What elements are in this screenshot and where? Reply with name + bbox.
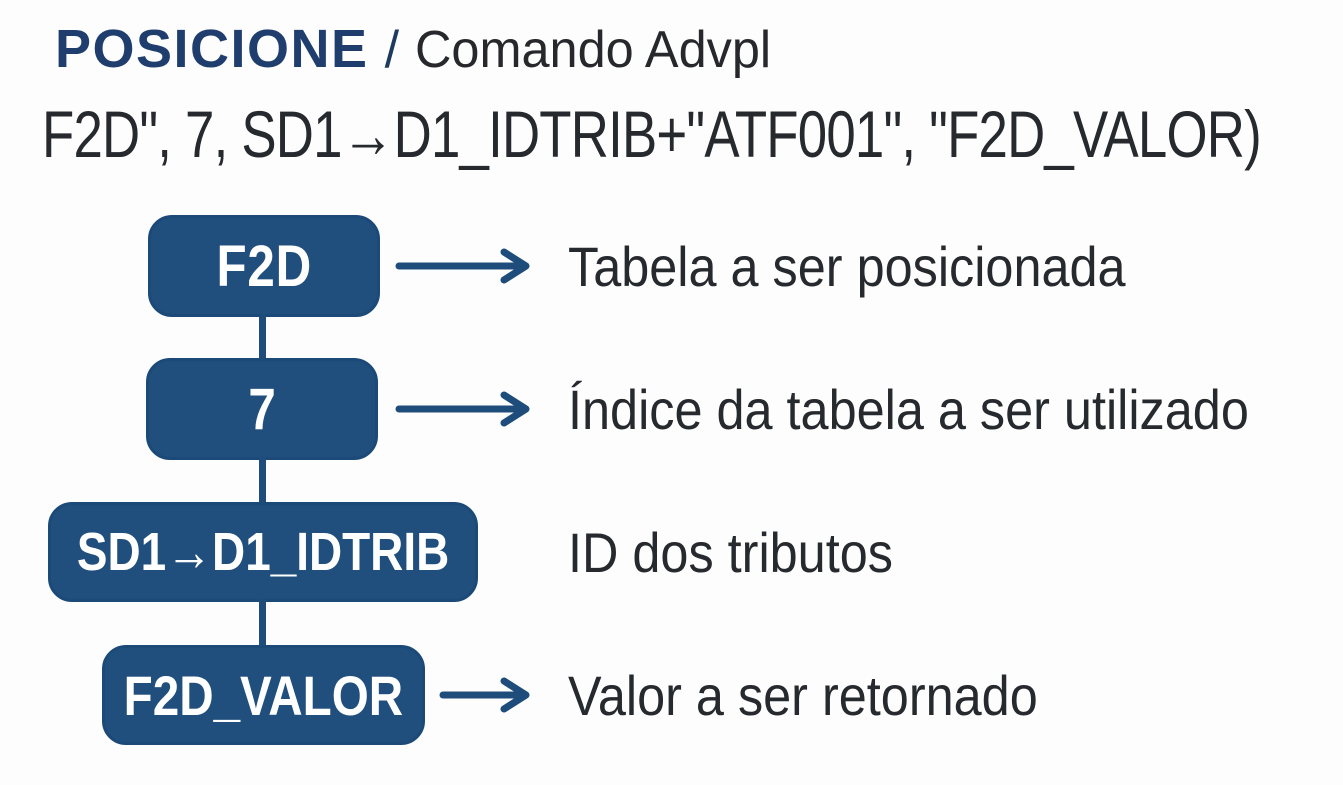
diagram-description: ID dos tributos [568, 502, 929, 602]
right-arrow-icon [439, 677, 530, 713]
right-arrow-icon [395, 391, 530, 427]
diagram-box-field: SD1→D1_IDTRIB [48, 502, 478, 602]
description-text: Índice da tabela a ser utilizado [568, 377, 1249, 441]
description-text: ID dos tributos [568, 520, 893, 584]
vertical-connector [259, 598, 266, 649]
diagram-box-label: F2D [216, 233, 312, 299]
diagram-box-table: F2D [148, 215, 380, 317]
description-text: Valor a ser retornado [568, 663, 1038, 727]
page-title: POSICIONE / Comando Advpl [55, 18, 782, 80]
vertical-connector [259, 314, 266, 362]
title-subtitle: Comando Advpl [415, 21, 772, 79]
command-name: POSICIONE [55, 19, 369, 79]
diagram-box-return: F2D_VALOR [102, 645, 425, 745]
diagram-description: Índice da tabela a ser utilizado [568, 358, 1325, 460]
diagram-box-index: 7 [146, 358, 378, 460]
diagram-description: Valor a ser retornado [568, 645, 1090, 745]
diagram-description: Tabela a ser posicionada [568, 215, 1188, 317]
diagram-box-label: SD1→D1_IDTRIB [76, 522, 450, 582]
vertical-connector [259, 456, 266, 506]
title-separator: / [384, 21, 400, 79]
diagram-box-label: F2D_VALOR [123, 663, 404, 727]
right-arrow-icon [395, 248, 530, 284]
diagram-box-label: 7 [248, 376, 276, 442]
code-line: F2D", 7, SD1→D1_IDTRIB+"ATF001", "F2D_VA… [42, 97, 1262, 171]
description-text: Tabela a ser posicionada [568, 234, 1126, 298]
